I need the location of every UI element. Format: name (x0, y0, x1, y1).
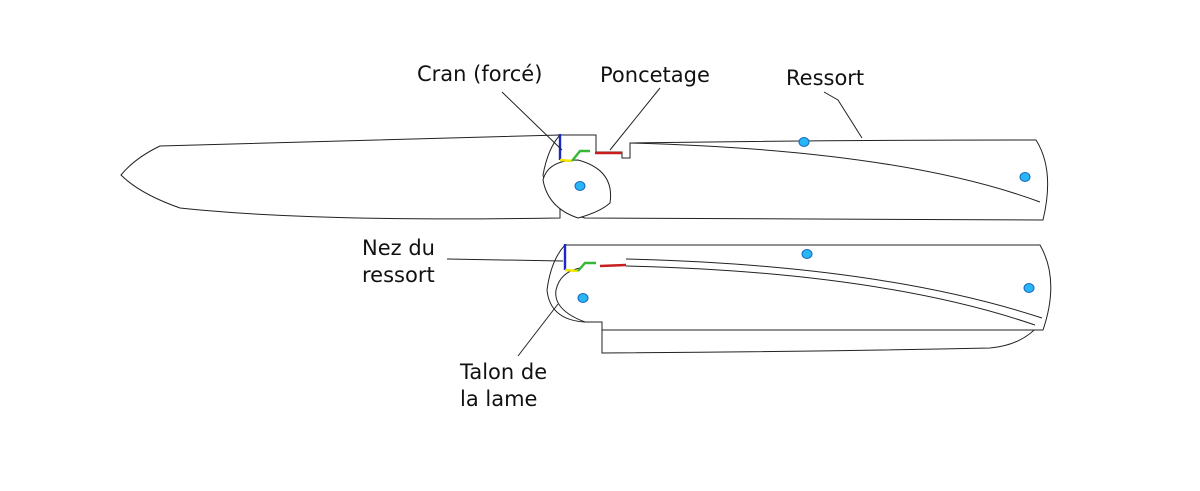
ressort-leader (823, 91, 863, 139)
ressort-label: Ressort (786, 66, 865, 90)
closed-tang (555, 267, 586, 323)
open-butt-pin (1019, 172, 1031, 182)
closed-handle (546, 244, 1052, 331)
talon-leader (517, 303, 559, 357)
open-spring-curve (629, 142, 1041, 203)
talon-label-line2: la lame (460, 387, 538, 411)
closed-sanding-segment (599, 263, 627, 268)
open-knife (120, 134, 1049, 221)
nez-du-ressort-label: Nez du ressort (362, 235, 435, 289)
closed-butt-pin (1023, 283, 1035, 293)
cran-label: Cran (forcé) (417, 62, 543, 86)
closed-spring-curve-inner (625, 265, 1036, 326)
open-handle (542, 134, 1049, 221)
open-heel-segment (559, 158, 573, 163)
closed-spring-curve (625, 258, 1043, 319)
closed-heel-segment (564, 268, 579, 273)
poncetage-label: Poncetage (600, 63, 710, 87)
talon-de-la-lame-label: Talon de la lame (460, 359, 547, 413)
nez-label-line2: ressort (362, 263, 435, 287)
closed-ramp-segment (577, 261, 596, 272)
open-ramp-segment (571, 149, 590, 162)
closed-knife (546, 244, 1052, 354)
closed-blade (601, 319, 1045, 354)
cran-leader (501, 91, 563, 151)
nez-label-line1: Nez du (362, 236, 435, 260)
open-blade (120, 134, 561, 220)
talon-label-line1: Talon de (460, 360, 548, 384)
poncetage-leader (609, 87, 661, 151)
closed-pivot-pin (577, 293, 589, 303)
leader-lines (446, 87, 863, 357)
closed-spring-pin (801, 249, 813, 259)
open-pivot-pin (574, 181, 586, 191)
open-spring-pin (798, 137, 810, 147)
nez-leader (446, 258, 564, 262)
